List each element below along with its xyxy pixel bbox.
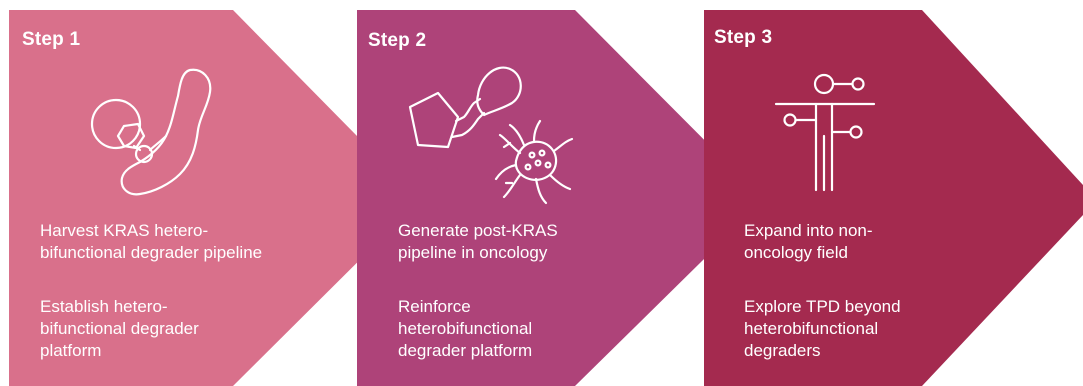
- step-3-paragraph-2: Explore TPD beyond heterobifunctional de…: [744, 297, 901, 360]
- branching-network-icon: [774, 73, 876, 192]
- step-1-paragraph-2: Establish hetero- bifunctional degrader …: [40, 297, 199, 360]
- step-3-title: Step 3: [714, 27, 773, 48]
- step-2-chevron: [357, 10, 764, 386]
- step-3-paragraph-1: Expand into non- oncology field: [744, 221, 873, 262]
- step-1-paragraph-1: Harvest KRAS hetero- bifunctional degrad…: [40, 221, 263, 262]
- step-1-chevron: [9, 10, 420, 386]
- hand-holding-molecule-icon: [90, 68, 212, 196]
- step-1-title: Step 1: [22, 29, 81, 50]
- step-2-paragraph-1: Generate post-KRAS pipeline in oncology: [398, 221, 558, 262]
- step-2-paragraph-2: Reinforce heterobifunctional degrader pl…: [398, 297, 533, 360]
- step-2-title: Step 2: [368, 30, 427, 51]
- degrader-and-tumor-cell-icon: [408, 66, 574, 205]
